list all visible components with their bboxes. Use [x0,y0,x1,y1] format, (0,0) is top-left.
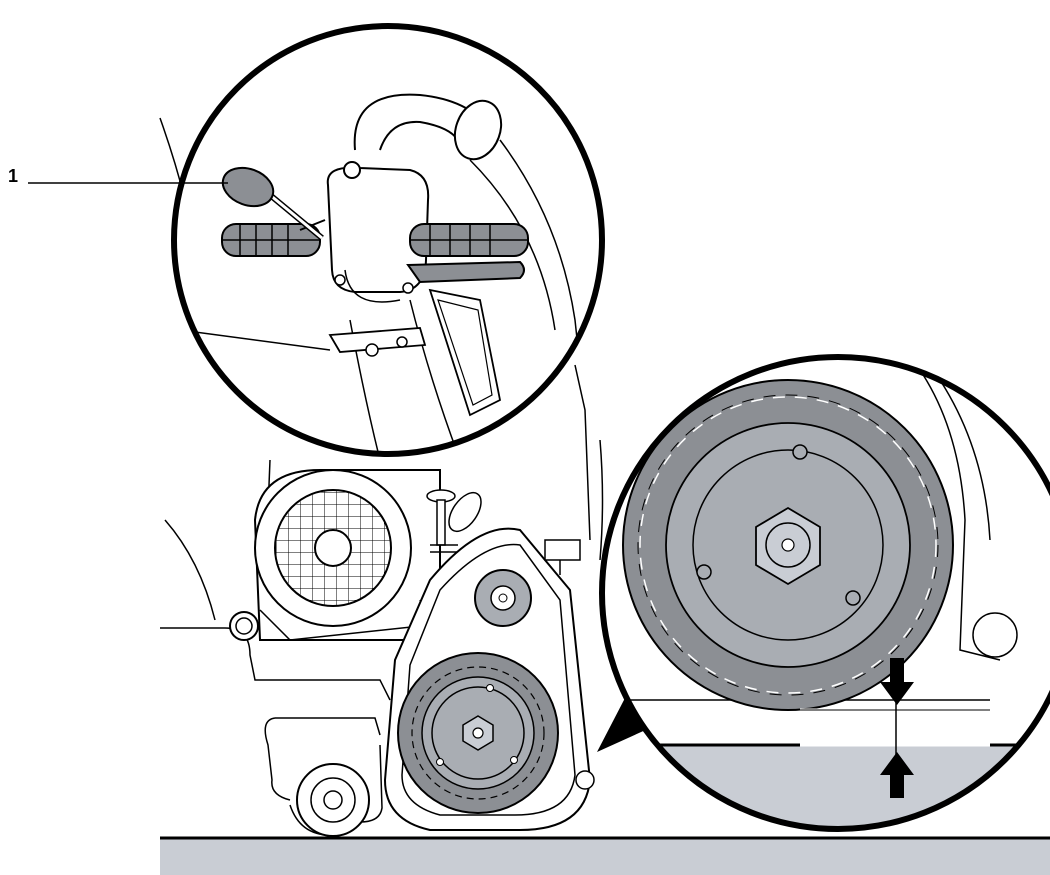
floor-surface [160,836,1050,875]
detail-pointer [597,698,650,752]
belt-drive [383,527,595,831]
motor-fan [229,469,441,641]
brush-clearance-detail-view [599,354,1050,832]
handle-detail-view [171,23,605,457]
rear-wheel [296,763,370,837]
lever-knob-small [426,489,482,553]
arrow-up-icon [880,752,914,798]
callout-number-1: 1 [8,166,19,186]
arrow-down-icon [880,658,914,705]
